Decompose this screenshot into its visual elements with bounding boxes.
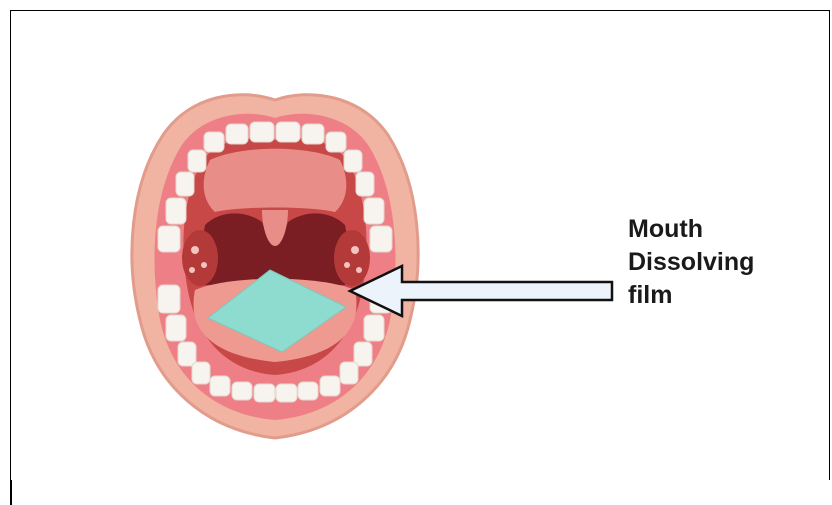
palate bbox=[204, 149, 347, 212]
right-tonsil bbox=[334, 230, 370, 286]
left-tonsil-spot bbox=[191, 246, 199, 254]
label-line-1: Mouth bbox=[628, 213, 828, 246]
arrow-icon bbox=[350, 266, 612, 316]
right-tonsil-spot bbox=[356, 267, 362, 273]
left-tonsil-spot bbox=[189, 267, 195, 273]
left-tonsil-spot bbox=[201, 262, 207, 268]
annotation-label: Mouth Dissolving film bbox=[628, 213, 828, 312]
left-tonsil bbox=[182, 230, 218, 286]
label-line-3: film bbox=[628, 279, 828, 312]
right-tonsil-spot bbox=[351, 246, 359, 254]
label-line-2: Dissolving bbox=[628, 246, 828, 279]
right-tonsil-spot bbox=[344, 262, 350, 268]
